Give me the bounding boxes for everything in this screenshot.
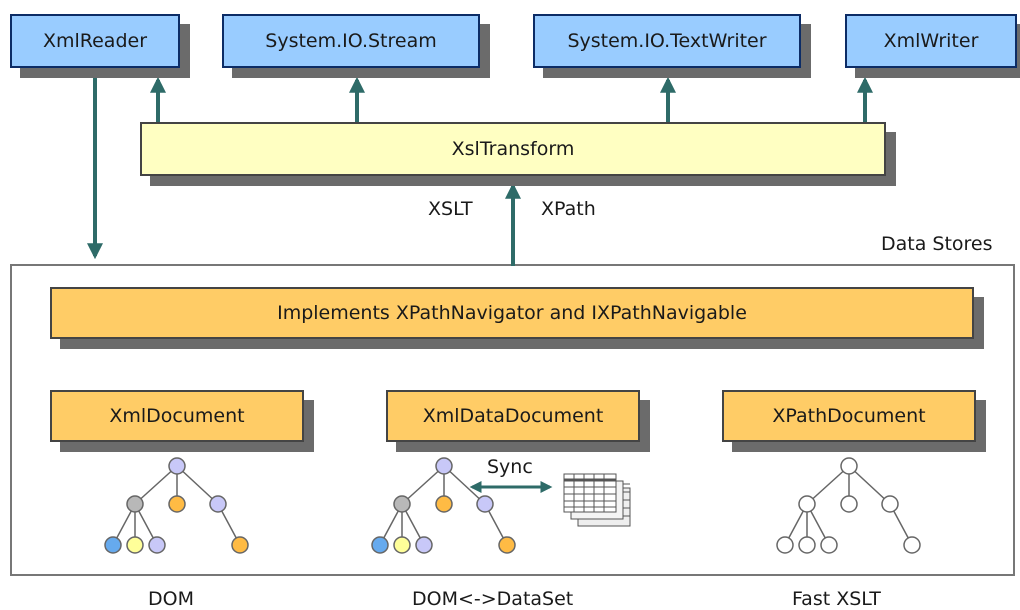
datadocument-tree-icon — [371, 457, 516, 554]
xmldatadocument-box: XmlDataDocument — [386, 390, 640, 442]
data-stores-title: Data Stores — [881, 233, 993, 255]
dom-caption: DOM — [148, 588, 194, 610]
xslt-label: XSLT — [428, 198, 473, 220]
dataset-caption: DOM<->DataSet — [412, 588, 574, 610]
xpathdocument-tree-icon — [776, 457, 921, 554]
system-io-stream-box: System.IO.Stream — [222, 14, 480, 68]
xmlreader-box: XmlReader — [10, 14, 180, 68]
system-io-textwriter-box: System.IO.TextWriter — [533, 14, 801, 68]
xpathdocument-box: XPathDocument — [722, 390, 976, 442]
fast-xslt-caption: Fast XSLT — [792, 588, 881, 610]
xpath-label: XPath — [541, 198, 596, 220]
dom-tree-icon — [104, 457, 249, 554]
xsltransform-box: XslTransform — [140, 122, 886, 176]
dataset-table-icon — [563, 473, 631, 527]
xmlwriter-box: XmlWriter — [845, 14, 1017, 68]
sync-label: Sync — [487, 456, 533, 478]
implements-interfaces-box: Implements XPathNavigator and IXPathNavi… — [50, 287, 974, 339]
xmldocument-box: XmlDocument — [50, 390, 304, 442]
